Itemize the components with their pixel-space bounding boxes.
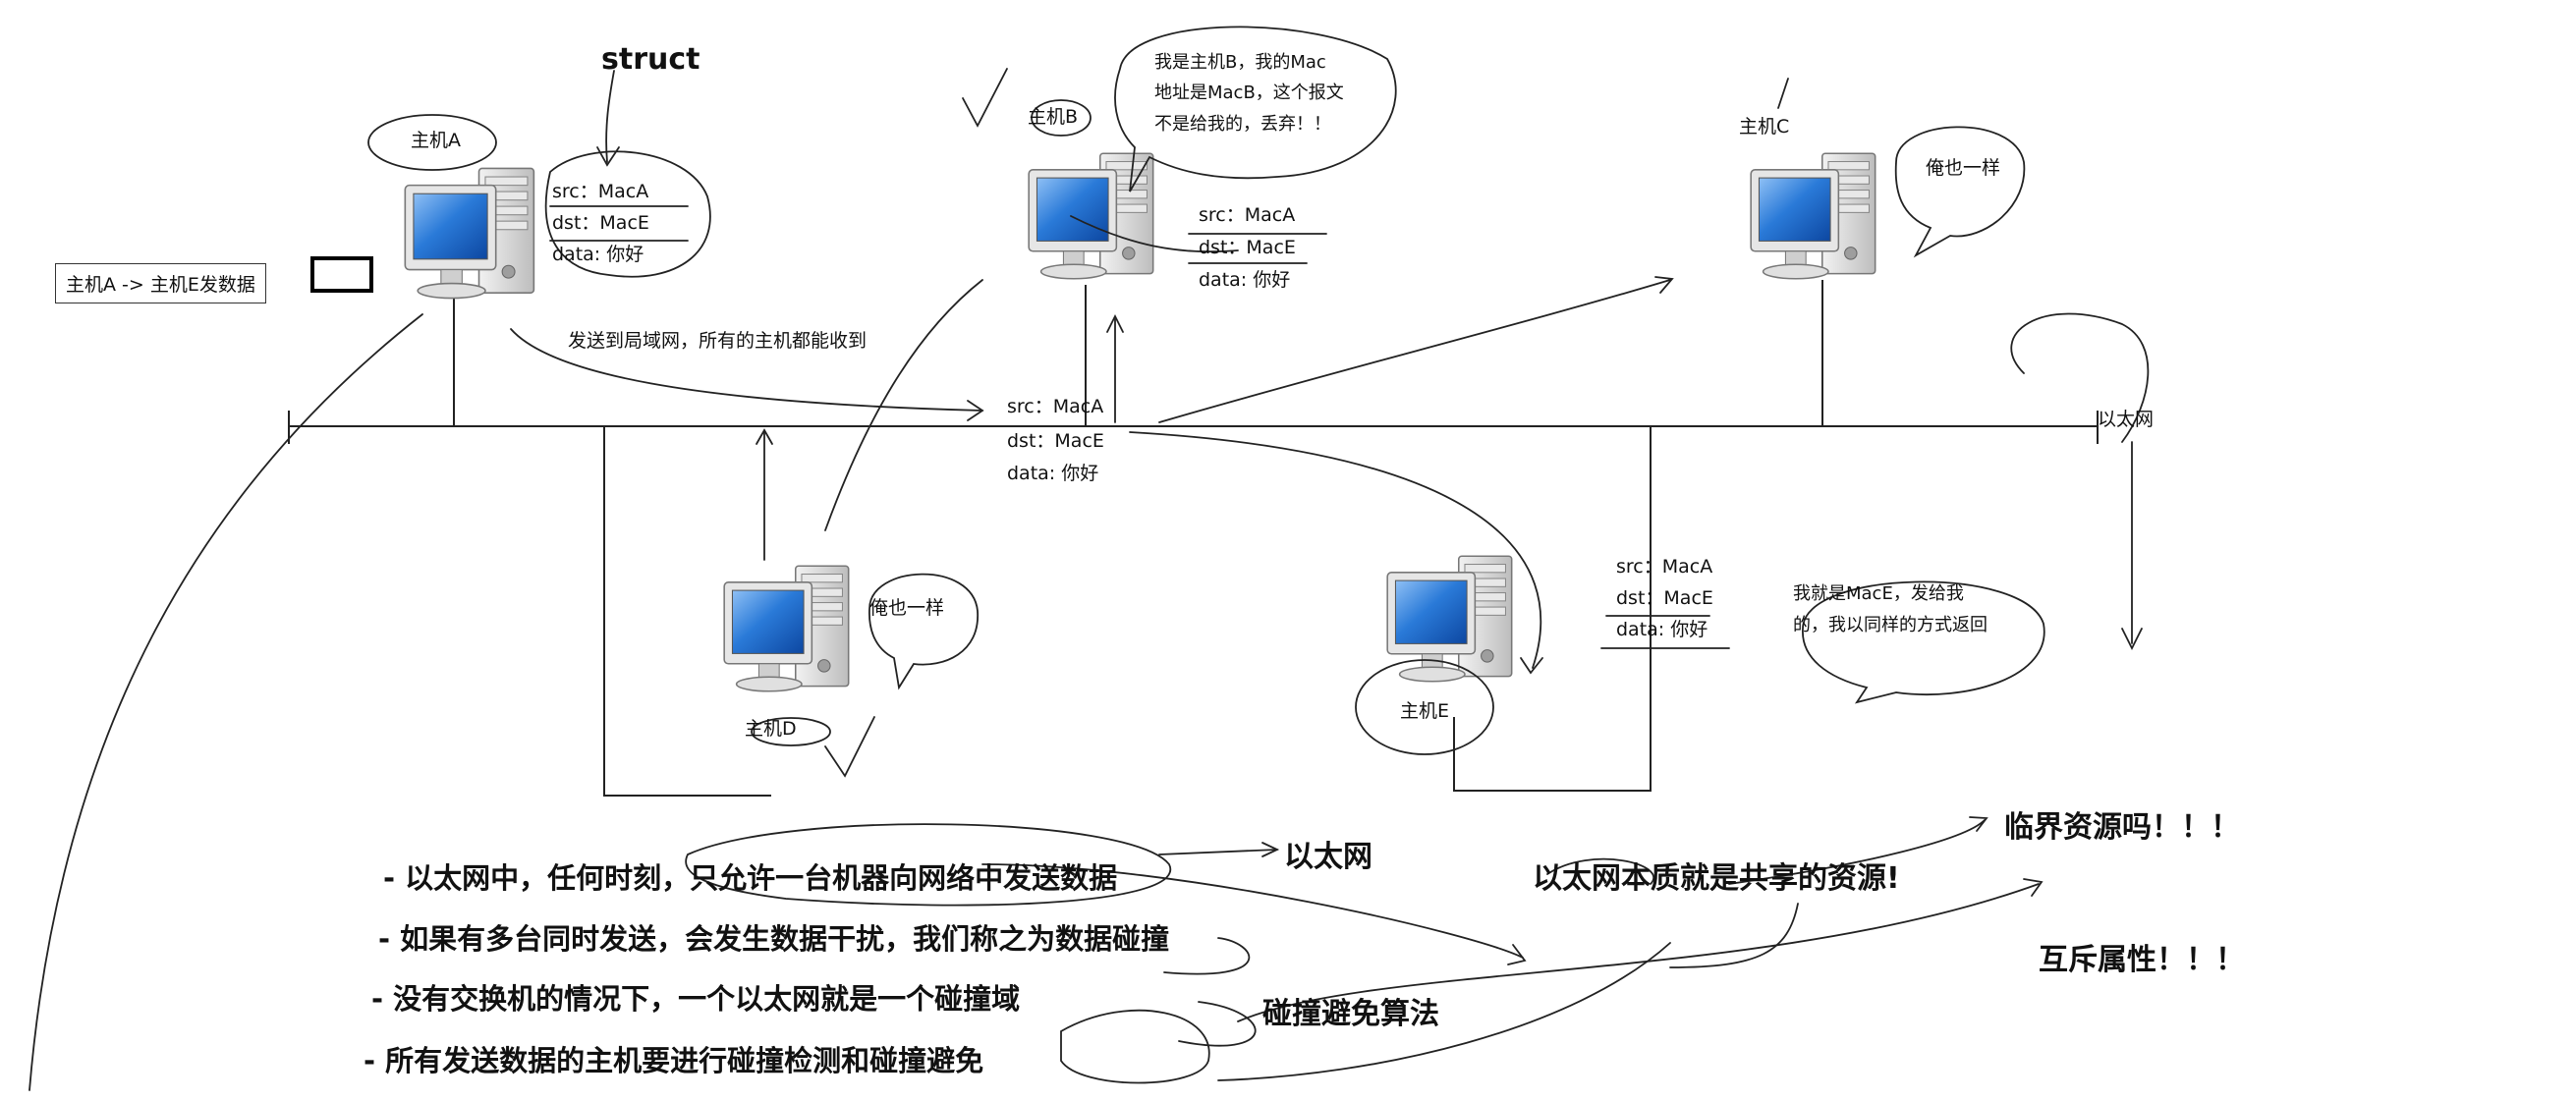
bubble-e-line-2: 的，我以同样的方式返回	[1793, 615, 1988, 635]
broadcast-note: 发送到局域网，所有的主机都能收到	[568, 330, 868, 352]
note-ethernet: 以太网	[1284, 840, 1372, 874]
frame-a-data: data: 你好	[552, 244, 644, 265]
bubble-b-line-3: 不是给我的，丢弃！！	[1154, 114, 1331, 135]
host-c-label: 主机C	[1739, 116, 1790, 138]
speech-bubbles	[868, 26, 2045, 704]
host-b-label: 主机B	[1028, 106, 1079, 128]
annotation-strokes	[28, 68, 2150, 1091]
note-shared: 以太网本质就是共享的资源!	[1533, 861, 1900, 896]
bullet-1: - 以太网中，任何时刻，只允许一台机器向网络中发送数据	[383, 861, 1118, 895]
bubble-e-line-1: 我就是MacE，发给我	[1793, 583, 1964, 604]
frame-b-src: src：MacA	[1199, 204, 1296, 226]
frame-a-src: src：MacA	[552, 181, 649, 202]
frame-center-src: src：MacA	[1007, 396, 1104, 417]
note-mutex: 互斥属性！！！	[2039, 943, 2245, 977]
host-d-label: 主机D	[745, 718, 797, 740]
struct-label: struct	[601, 42, 700, 77]
ethernet-label: 以太网	[2098, 409, 2155, 430]
bubble-b-line-2: 地址是MacB，这个报文	[1154, 83, 1344, 103]
frame-center-data: data: 你好	[1007, 463, 1099, 484]
note-collision-avoidance: 碰撞避免算法	[1262, 997, 1439, 1031]
frame-center-dst: dst：MacE	[1007, 430, 1104, 452]
bubble-d-text: 俺也一样	[869, 597, 945, 619]
frame-a-dst: dst：MacE	[552, 212, 649, 234]
computer-host-c-icon	[1750, 152, 1876, 280]
bubble-c-text: 俺也一样	[1926, 157, 2001, 179]
frame-b-dst: dst：MacE	[1199, 237, 1296, 258]
frame-e-data: data: 你好	[1616, 619, 1708, 640]
computer-host-d-icon	[723, 565, 850, 692]
frame-e-src: src：MacA	[1616, 556, 1713, 578]
bullet-3: - 没有交换机的情况下，一个以太网就是一个碰撞域	[371, 982, 1021, 1016]
computer-host-a-icon	[404, 167, 535, 300]
request-box: 主机A -> 主机E发数据	[55, 263, 266, 303]
host-a-label: 主机A	[411, 130, 461, 151]
bullet-4: - 所有发送数据的主机要进行碰撞检测和碰撞避免	[364, 1044, 984, 1077]
highlight-box	[310, 256, 373, 293]
bubble-b-line-1: 我是主机B，我的Mac	[1154, 52, 1326, 73]
note-critical: 临界资源吗！！！	[2004, 810, 2240, 845]
host-e-label: 主机E	[1400, 700, 1450, 722]
bullet-2: - 如果有多台同时发送，会发生数据干扰，我们称之为数据碰撞	[378, 922, 1170, 956]
frame-e-dst: dst：MacE	[1616, 587, 1713, 609]
computer-host-b-icon	[1028, 152, 1154, 280]
frame-b-data: data: 你好	[1199, 269, 1291, 291]
ethernet-bus	[288, 280, 2099, 797]
